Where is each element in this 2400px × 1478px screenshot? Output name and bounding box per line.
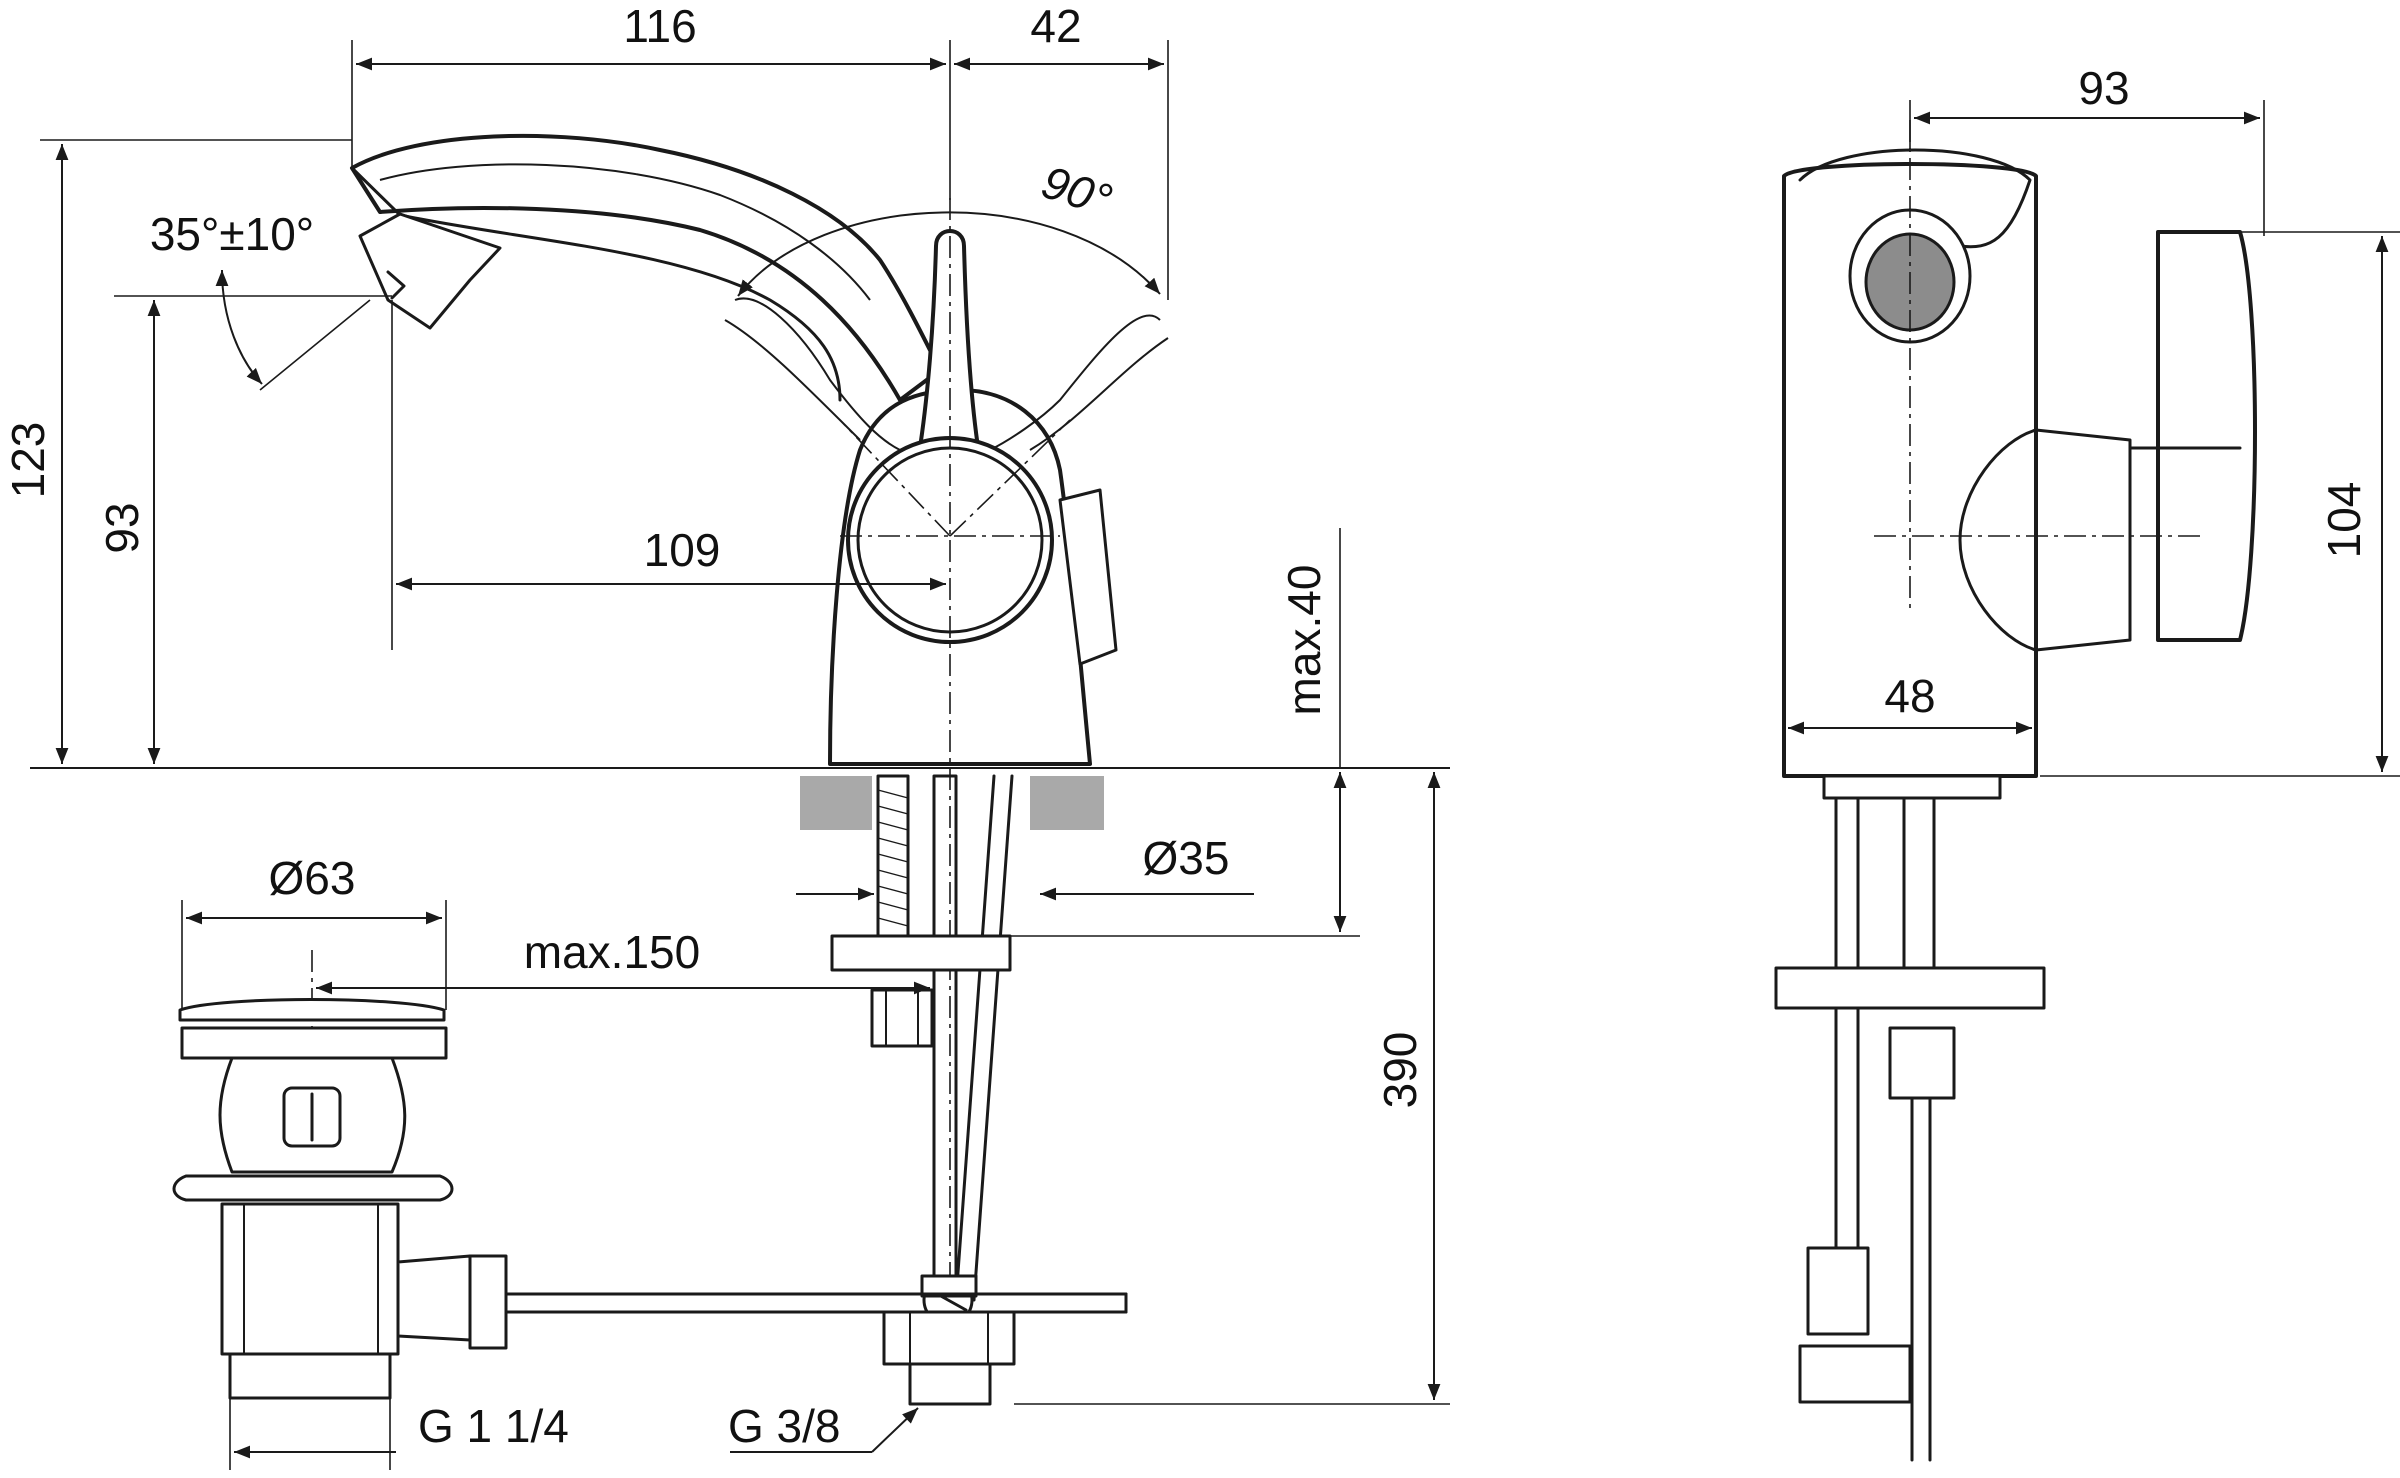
side-view [1774, 120, 2257, 1462]
label-42: 42 [1030, 0, 1081, 52]
label-g38: G 3/8 [728, 1400, 841, 1452]
label-48: 48 [1884, 670, 1935, 722]
label-jet-angle: 35°±10° [150, 208, 314, 260]
waste-tail [220, 1202, 400, 1356]
label-d63: Ø63 [269, 852, 356, 904]
pull-rod-2 [972, 774, 1014, 1302]
supply-fitting [908, 1362, 992, 1406]
label-123: 123 [2, 422, 54, 499]
popup-waste [172, 950, 1128, 1400]
label-d35: Ø35 [1143, 832, 1230, 884]
waste-nut [172, 1174, 454, 1202]
lever-sweep-right [989, 314, 1161, 451]
side-connector [1806, 1246, 1870, 1336]
waste-rod-nut [468, 1254, 508, 1350]
centerline-lever-right [949, 419, 1071, 537]
side-thread [1902, 796, 1936, 970]
threaded-shank [876, 774, 910, 938]
side-cartridge [1958, 428, 2132, 652]
counter-surface-right [1030, 776, 1104, 830]
label-90deg: 90° [1036, 155, 1118, 226]
lever-sweep-left-inner [724, 319, 861, 441]
outlet-nozzle [358, 212, 502, 330]
label-93-height: 93 [96, 502, 148, 553]
spout-highlight [379, 163, 871, 301]
spout-outline [350, 133, 942, 402]
rear-cover [1058, 488, 1118, 666]
counter-surface-left [800, 776, 872, 830]
front-view [30, 133, 1450, 1406]
dimension-lines [40, 40, 2400, 1470]
dim-g38-leader [871, 1407, 919, 1453]
fixing-plate [830, 934, 1012, 972]
side-plate [1774, 966, 2046, 1010]
side-fitting [1798, 1344, 1912, 1404]
outlet-tip [386, 270, 406, 300]
label-side-93: 93 [2078, 62, 2129, 114]
pull-rod [954, 774, 996, 1302]
waste-thread [228, 1352, 392, 1400]
rod-clamp-body [920, 1274, 978, 1298]
dim-90-arc [737, 211, 1161, 297]
side-top-cap [1798, 148, 2032, 249]
label-104: 104 [2318, 482, 2370, 559]
label-109: 109 [644, 524, 721, 576]
spout-underside [350, 166, 842, 402]
side-shank [1834, 796, 1860, 970]
side-lever [2156, 230, 2257, 642]
waste-plug [178, 998, 446, 1022]
label-max40: max.40 [1278, 565, 1330, 716]
label-390: 390 [1374, 1032, 1426, 1109]
label-116: 116 [623, 0, 696, 52]
waste-flange [180, 1026, 448, 1060]
dimension-labels: 116 42 90° 35°±10° 123 93 109 max.40 Ø35… [2, 0, 2370, 1452]
lever-sweep-right-inner [1029, 337, 1169, 451]
lever-sweep-left [734, 297, 901, 451]
shank-thread [877, 789, 909, 927]
supply-connector [882, 1310, 1016, 1366]
label-g114: G 1 1/4 [418, 1400, 569, 1452]
centerline-lever-left [839, 419, 951, 537]
dim-jet-angle [215, 269, 263, 385]
overflow-slot [282, 1086, 342, 1148]
side-base [1822, 774, 2002, 800]
fixing-nut [870, 988, 934, 1048]
side-nut [1888, 1026, 1956, 1100]
waste-rod-housing [396, 1254, 472, 1342]
label-max150: max.150 [524, 926, 700, 978]
